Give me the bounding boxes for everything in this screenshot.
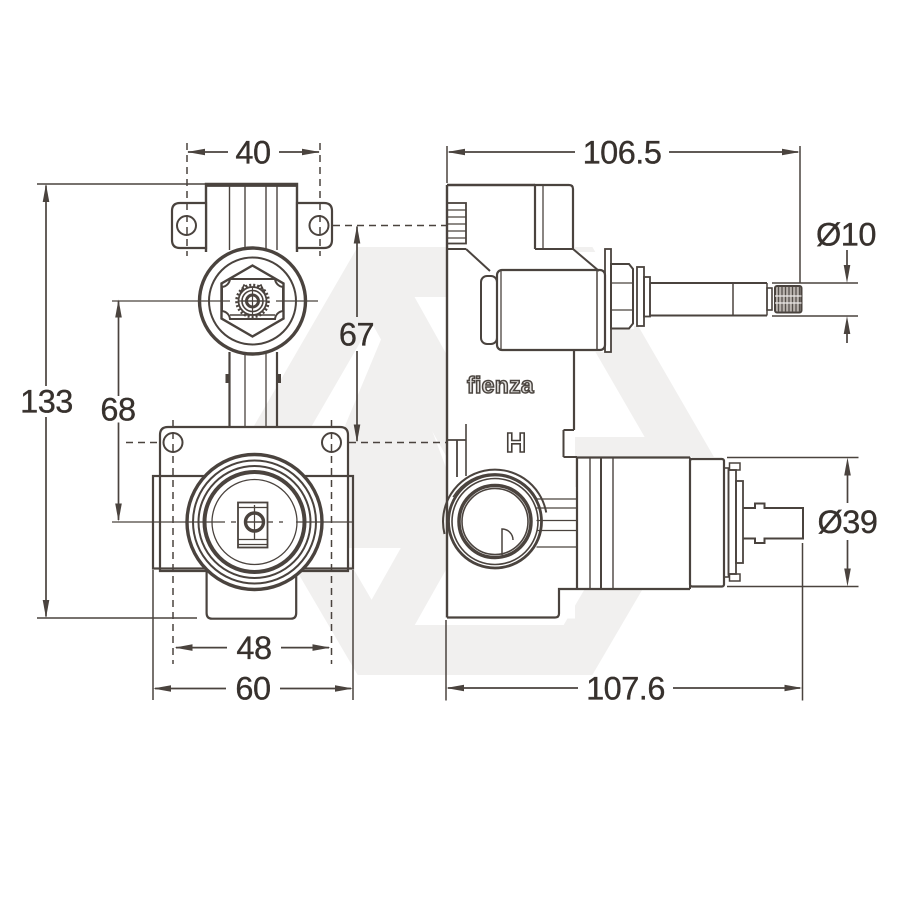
- svg-text:H: H: [506, 427, 526, 458]
- svg-text:Ø10: Ø10: [816, 217, 876, 253]
- svg-text:107.6: 107.6: [586, 671, 665, 707]
- svg-text:60: 60: [235, 671, 270, 707]
- svg-text:fienza: fienza: [467, 372, 534, 398]
- svg-text:67: 67: [339, 317, 374, 353]
- svg-text:133: 133: [20, 384, 73, 420]
- svg-text:Ø39: Ø39: [818, 504, 878, 540]
- svg-text:40: 40: [235, 135, 270, 171]
- svg-text:48: 48: [236, 630, 271, 666]
- svg-text:68: 68: [100, 392, 135, 428]
- svg-text:106.5: 106.5: [583, 135, 662, 171]
